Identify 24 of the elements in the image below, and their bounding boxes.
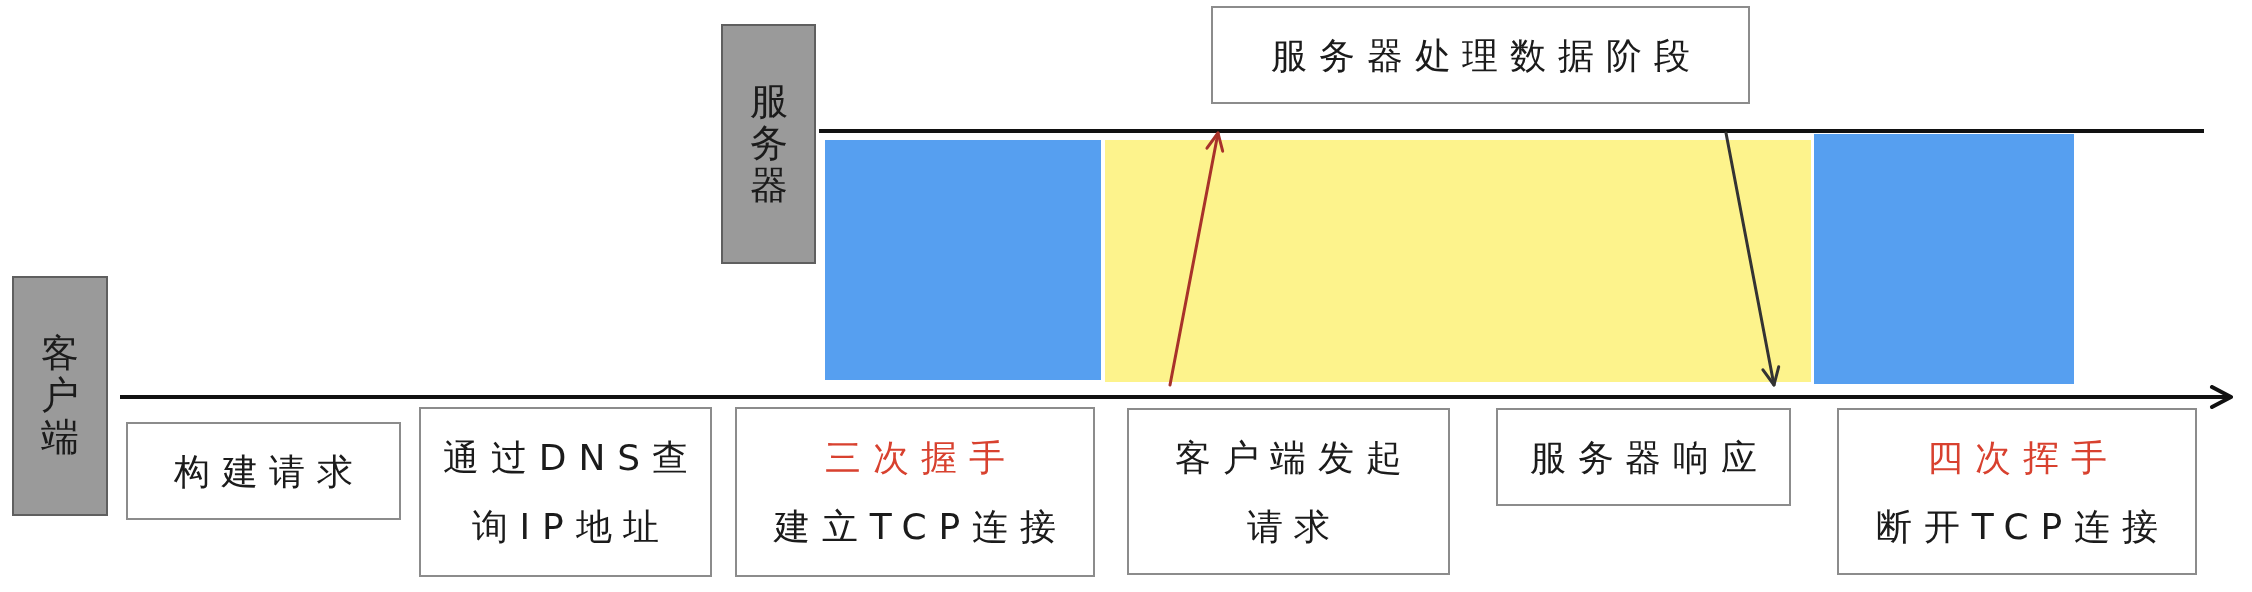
step-box: [126, 422, 401, 520]
vertical-label: 服务器: [749, 81, 788, 207]
step-heading: 四次挥手: [1927, 435, 2119, 480]
step-label: 服务器响应: [1529, 435, 1770, 480]
arrow: [1168, 131, 1225, 387]
step-label: 服务器处理数据阶段: [1270, 33, 1702, 78]
step-box: [1837, 408, 2197, 575]
step-box: [1127, 408, 1450, 575]
timeline: [819, 129, 2204, 133]
timeline-axis: [120, 385, 2233, 409]
step-box: [1211, 6, 1750, 104]
vertical-label: 客户端: [41, 333, 79, 459]
step-heading: 三次握手: [825, 436, 1017, 480]
role-label-box: [12, 276, 108, 516]
step-box: [735, 407, 1095, 577]
arrow: [1724, 131, 1781, 387]
role-label-box: [721, 24, 816, 264]
step-label: 客户端发起请求: [1173, 435, 1416, 549]
step-label: 断开TCP连接: [1876, 504, 2170, 549]
step-box: [1496, 408, 1791, 506]
step-box: [419, 407, 712, 577]
step-label: 构建请求: [173, 449, 366, 494]
step-label: 通过DNS查询IP地址: [442, 436, 701, 549]
step-label: 建立TCP连接: [774, 505, 1068, 549]
